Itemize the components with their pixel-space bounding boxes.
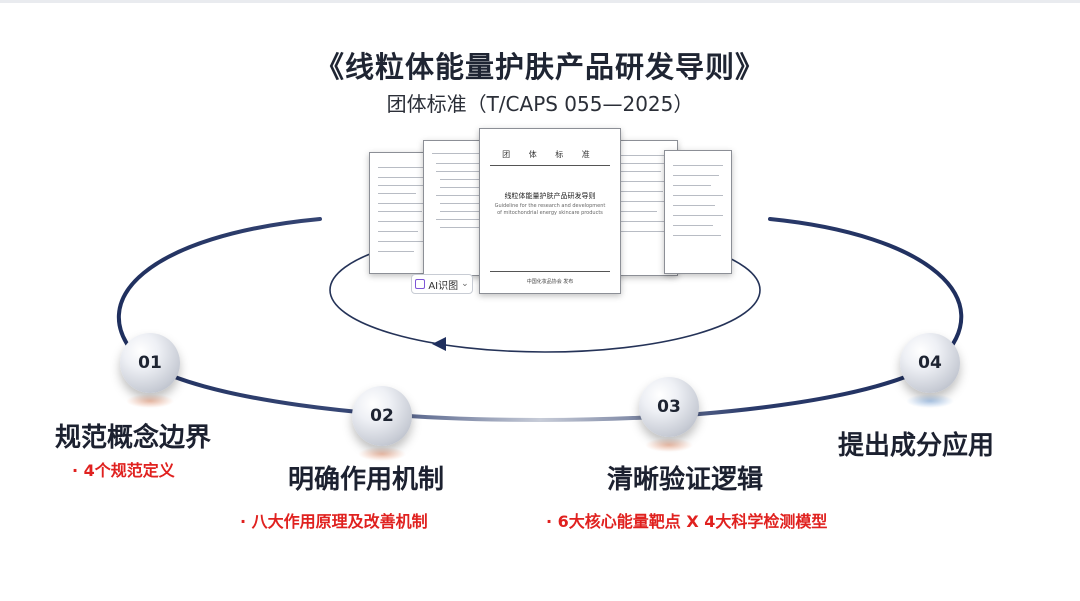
document-cover: 团 体 标 准 线粒体能量护肤产品研发导则 Guideline for the …	[479, 128, 621, 294]
document-english-title: Guideline for the research and developme…	[494, 203, 606, 216]
scan-icon	[415, 279, 426, 289]
chevron-down-icon: ⌄	[461, 279, 469, 289]
page-subtitle: 团体标准（T/CAPS 055—2025）	[386, 92, 694, 116]
document-header: 团 体 标 准	[502, 150, 598, 159]
node-01-glow	[126, 394, 174, 408]
document-publisher: 中国化妆品协会 发布	[526, 279, 574, 285]
ai-recognize-button[interactable]: AI识图 ⌄	[411, 274, 473, 294]
step-02-node: 02	[352, 386, 412, 446]
step-04-label: 提出成分应用	[838, 431, 995, 461]
top-divider	[0, 0, 1080, 3]
step-04-node: 04	[900, 333, 960, 393]
inner-ring-arrow-icon	[432, 337, 446, 351]
outer-ring-front	[117, 217, 964, 422]
document-title: 线粒体能量护肤产品研发导则	[504, 192, 596, 200]
node-03-glow	[645, 438, 693, 452]
step-03-label: 清晰验证逻辑	[607, 465, 764, 495]
node-02-glow	[358, 447, 406, 461]
step-01-node: 01	[120, 333, 180, 393]
node-04-glow	[906, 394, 954, 408]
step-03-detail: · 6大核心能量靶点 X 4大科学检测模型	[546, 512, 828, 531]
step-02-detail: · 八大作用原理及改善机制	[240, 512, 428, 531]
step-02-label: 明确作用机制	[288, 465, 445, 495]
document-page-5	[664, 150, 732, 274]
page-title: 《线粒体能量护肤产品研发导则》	[314, 50, 765, 84]
ai-recognize-label: AI识图	[428, 280, 459, 292]
step-01-detail: · 4个规范定义	[72, 461, 175, 480]
step-01-label: 规范概念边界	[55, 423, 212, 453]
step-03-node: 03	[639, 377, 699, 437]
